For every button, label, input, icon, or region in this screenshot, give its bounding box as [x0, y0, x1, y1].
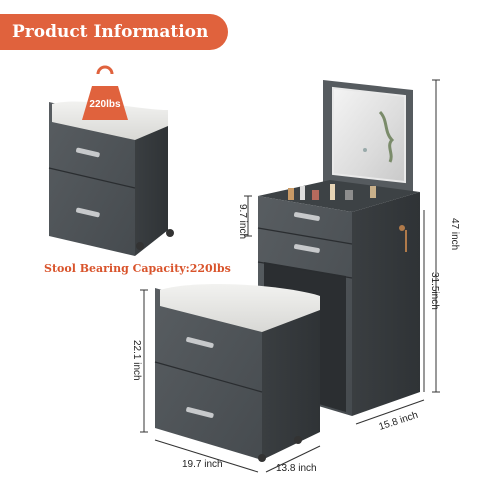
dim-vanity-depth: 15.8 inch — [378, 410, 420, 433]
stool-cushion — [160, 283, 320, 332]
dim-stool-depth: 13.8 inch — [276, 463, 317, 474]
drawer-handle — [76, 207, 100, 218]
dim-drawer-height: 9.7 inch — [237, 204, 248, 239]
header-banner: Product Information — [0, 14, 228, 50]
stool-top-view — [48, 101, 174, 256]
weight-badge: 220lbs — [82, 65, 128, 120]
stool-capacity-caption: Stool Bearing Capacity:220lbs — [44, 262, 231, 275]
dim-stool-height: 22.1 inch — [131, 340, 142, 381]
dimension-lines — [140, 79, 440, 473]
drawer-handle — [293, 244, 320, 253]
dim-stool-width: 19.7 inch — [182, 459, 223, 470]
plant-reflection — [378, 110, 395, 163]
drawer-handle — [293, 212, 320, 221]
dim-leg-height: 31.5inch — [429, 272, 440, 310]
weight-label: 220lbs — [89, 99, 121, 110]
dim-vanity-height: 47 inch — [449, 218, 460, 250]
page-title: Product Information — [12, 22, 209, 42]
drawer-handle — [186, 407, 214, 418]
stool-cushion — [52, 101, 168, 140]
drawer-handle — [76, 147, 100, 158]
mirror — [332, 86, 406, 184]
stool-bottom-view — [154, 283, 320, 462]
drawer-handle — [186, 337, 214, 348]
